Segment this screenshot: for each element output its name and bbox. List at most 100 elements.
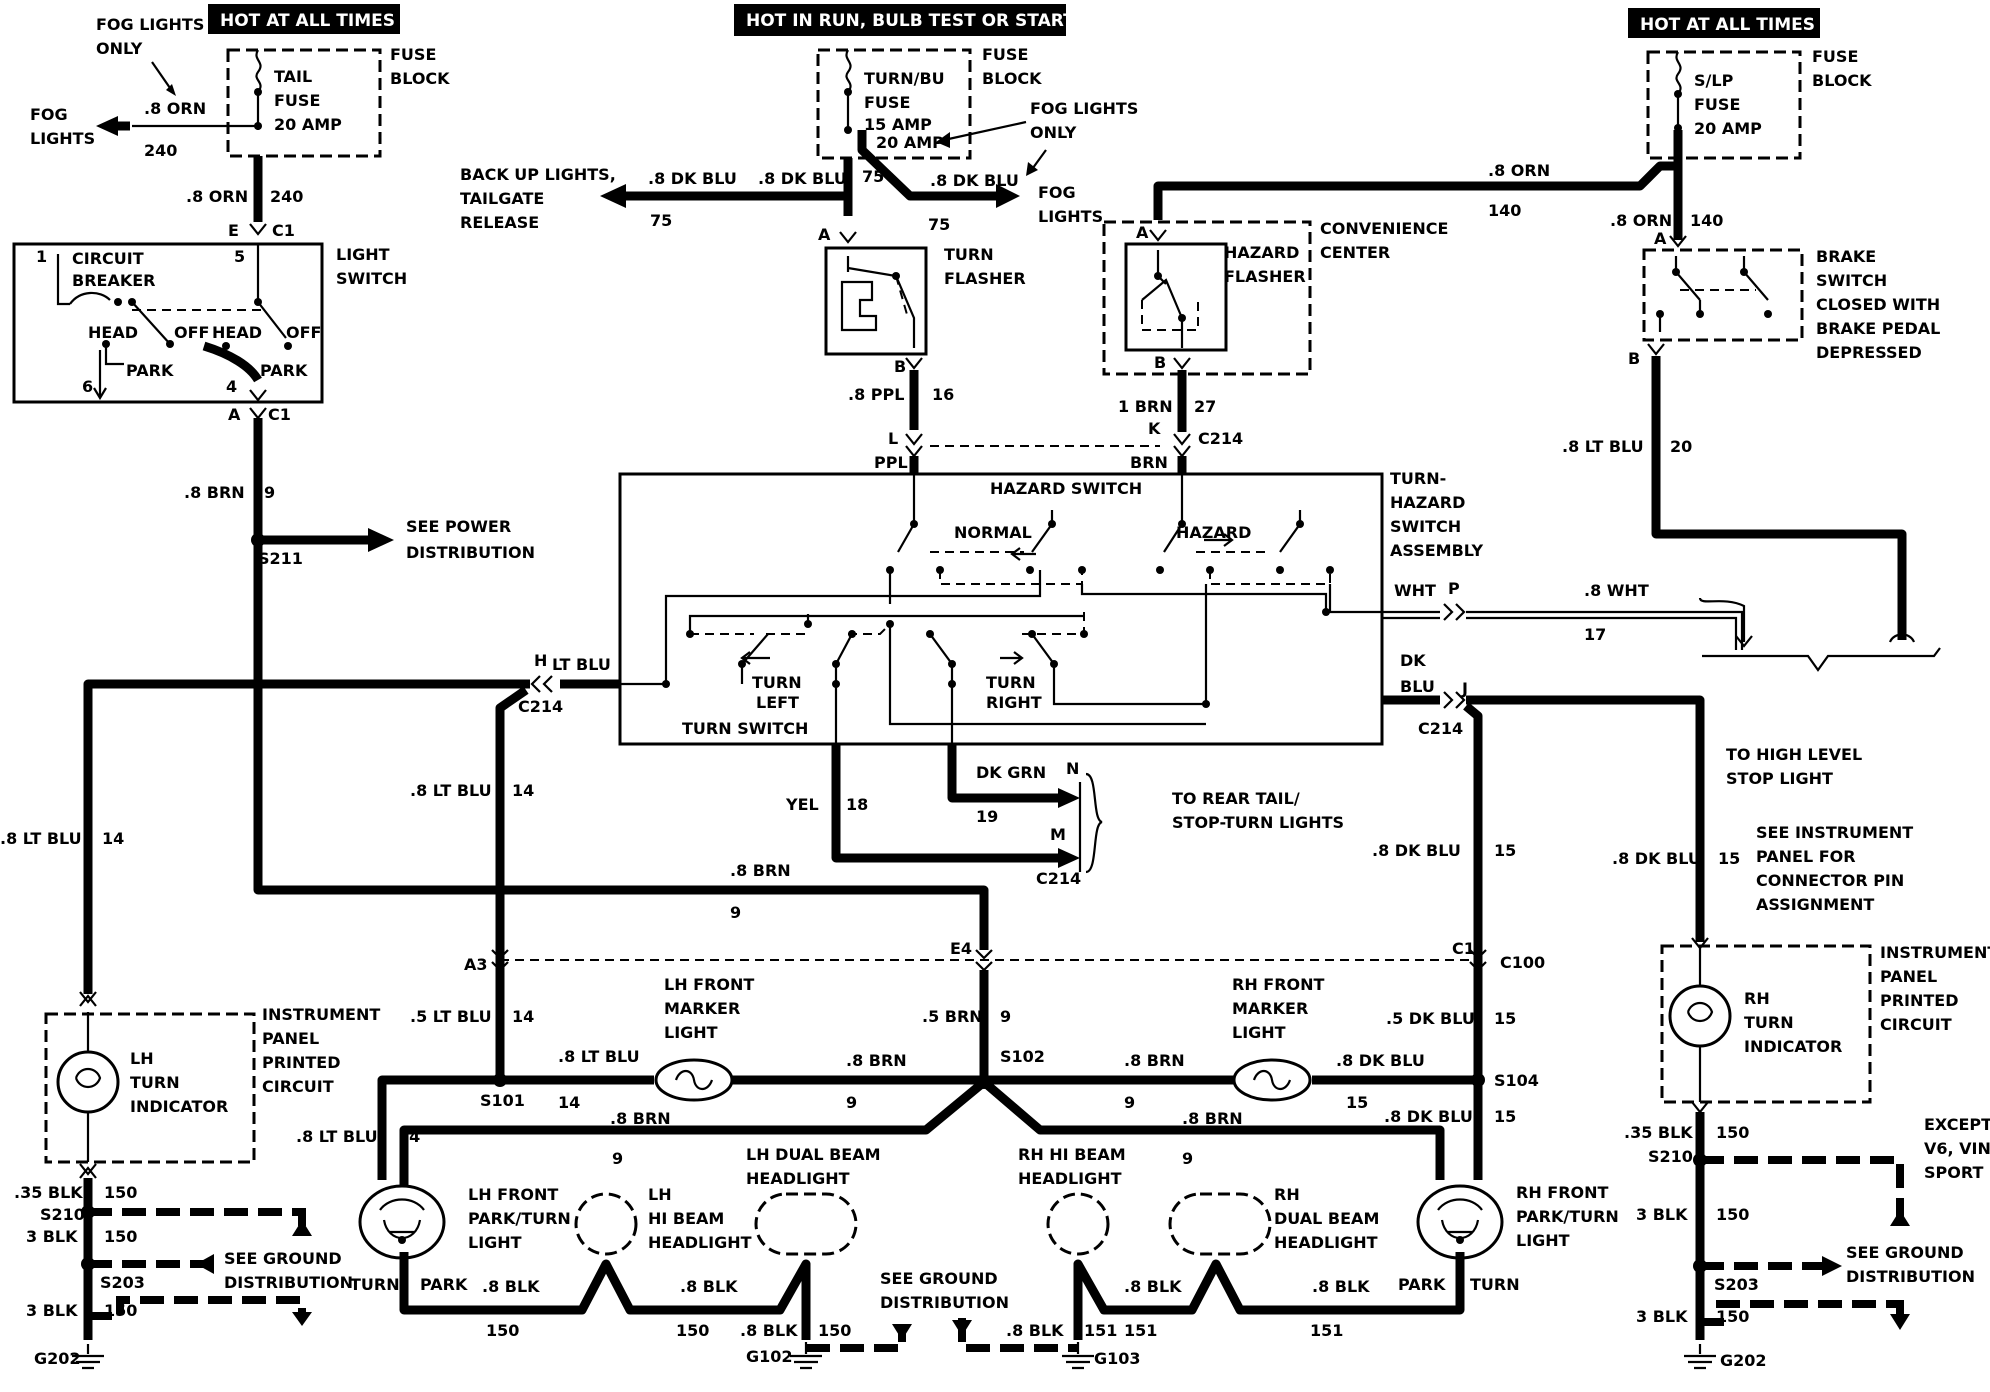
circuit-150-b: 150 bbox=[676, 1321, 709, 1340]
ip-right-1: INSTRUMENT bbox=[1880, 943, 1990, 962]
wire-label-blk35-l: .35 BLK bbox=[14, 1183, 83, 1202]
light-switch-label-1: LIGHT bbox=[336, 245, 390, 264]
header-tail-text: HOT AT ALL TIMES bbox=[220, 11, 395, 31]
ip-left-2: PANEL bbox=[262, 1029, 319, 1048]
fog-right-arrow bbox=[996, 184, 1020, 208]
circuit-14-a: 14 bbox=[512, 781, 534, 800]
head-label-left: HEAD bbox=[88, 323, 138, 342]
wire-label-blk3-r2: 3 BLK bbox=[1636, 1307, 1688, 1326]
rh-front-park-turn-light: RH FRONT PARK/TURN LIGHT bbox=[1416, 1183, 1619, 1260]
splice-s104: S104 bbox=[1494, 1071, 1539, 1090]
lh-dual-label-2: HEADLIGHT bbox=[746, 1169, 850, 1188]
tail-circuit: FOG LIGHTS ONLY FOG LIGHTS .8 ORN 240 .8… bbox=[30, 15, 303, 240]
wire-label-ltblu-c: .8 LT BLU bbox=[558, 1047, 640, 1066]
see-power-1: SEE POWER bbox=[406, 517, 511, 536]
circuit-150-l2: 150 bbox=[104, 1227, 137, 1246]
rh-park-label-1: RH FRONT bbox=[1516, 1183, 1609, 1202]
fuse-block-label-6: BLOCK bbox=[1812, 71, 1872, 90]
backup-note-1: BACK UP LIGHTS, bbox=[460, 165, 616, 184]
lh-turn-indicator-circuit: LH TURN INDICATOR INSTRUMENT PANEL PRINT… bbox=[14, 991, 380, 1370]
circuit-151-b: 151 bbox=[1084, 1321, 1117, 1340]
see-ip-1: SEE INSTRUMENT bbox=[1756, 823, 1913, 842]
circuit-9-g: 9 bbox=[1182, 1149, 1193, 1168]
pin-p: P bbox=[1448, 579, 1460, 598]
fuse-block-turn: TURN/BU FUSE 15 AMP 20 AMP FUSE BLOCK bbox=[816, 45, 1042, 160]
circuit-75-c: 75 bbox=[928, 215, 950, 234]
turn-right-label-1: TURN bbox=[986, 673, 1036, 692]
light-switch: LIGHT SWITCH 1 CIRCUIT BREAKER 5 HEAD OF… bbox=[12, 242, 407, 404]
wire-label-brn-3: .8 BRN bbox=[846, 1051, 907, 1070]
conn-c1-top: C1 bbox=[272, 221, 295, 240]
circuit-240-a: 240 bbox=[144, 141, 177, 160]
circuit-14-e: 14 bbox=[398, 1127, 420, 1146]
rh-dual-beam-headlight: RH DUAL BEAM HEADLIGHT bbox=[1168, 1185, 1379, 1256]
ground-right-1: SEE GROUND bbox=[1846, 1243, 1964, 1262]
turn-switch-label: TURN SWITCH bbox=[682, 719, 808, 738]
pin-h: H bbox=[534, 651, 547, 670]
circuit-14-c: 14 bbox=[512, 1007, 534, 1026]
circuit-9-c: 9 bbox=[1000, 1007, 1011, 1026]
rh-park-label-3: LIGHT bbox=[1516, 1231, 1570, 1250]
wire-label-blk-3: .8 BLK bbox=[740, 1321, 798, 1340]
turn-right-label-2: RIGHT bbox=[986, 693, 1042, 712]
splice-s203-r: S203 bbox=[1714, 1275, 1759, 1294]
wire-label-orn-2: .8 ORN bbox=[186, 187, 248, 206]
pin-b-hazard: B bbox=[1154, 353, 1166, 372]
ground-left-2: DISTRIBUTION bbox=[224, 1273, 353, 1292]
lh-dual-label-1: LH DUAL BEAM bbox=[746, 1145, 881, 1164]
wire-label-blk-6: .8 BLK bbox=[1006, 1321, 1064, 1340]
ip-left-4: CIRCUIT bbox=[262, 1077, 334, 1096]
ip-right-2: PANEL bbox=[1880, 967, 1937, 986]
fuse-block-label-5: FUSE bbox=[1812, 47, 1858, 66]
lh-marker-label-1: LH FRONT bbox=[664, 975, 754, 994]
circuit-15-d: 15 bbox=[1346, 1093, 1368, 1112]
wire-label-brn-5: .8 BRN bbox=[610, 1109, 671, 1128]
pin-e4: E4 bbox=[950, 939, 972, 958]
wire-label-dkblu5: .5 DK BLU bbox=[1386, 1009, 1475, 1028]
wire-label-blk3-l2: 3 BLK bbox=[26, 1301, 78, 1320]
rh-marker-label-2: MARKER bbox=[1232, 999, 1308, 1018]
lh-hi-label-3: HEADLIGHT bbox=[648, 1233, 752, 1252]
circuit-14-d: 14 bbox=[558, 1093, 580, 1112]
lh-ind-label-1: LH bbox=[130, 1049, 154, 1068]
th-assy-label-1: TURN- bbox=[1390, 469, 1446, 488]
fog-right-1: FOG bbox=[1038, 183, 1076, 202]
lh-front-marker-light: LH FRONT MARKER LIGHT bbox=[654, 975, 754, 1102]
tail-fuse-label-1: TAIL bbox=[274, 67, 312, 86]
wire-label-blk35-r: .35 BLK bbox=[1624, 1123, 1693, 1142]
lh-instrument-panel-box bbox=[44, 1012, 256, 1164]
backup-arrow bbox=[600, 184, 626, 208]
turn-left-label-2: LEFT bbox=[756, 693, 799, 712]
wire-label-ppl: PPL bbox=[874, 453, 908, 472]
turn-flasher-label-2: FLASHER bbox=[944, 269, 1026, 288]
circuit-150-r2: 150 bbox=[1716, 1205, 1749, 1224]
wire-label-ltblu5: .5 LT BLU bbox=[410, 1007, 492, 1026]
lh-marker-label-3: LIGHT bbox=[664, 1023, 718, 1042]
ground-g202-r: G202 bbox=[1720, 1351, 1767, 1370]
dk-blu-circuit: DK BLU J C214 .8 DK BLU 15 .8 DK BLU 15 … bbox=[1372, 651, 1913, 1090]
circuit-240-b: 240 bbox=[270, 187, 303, 206]
rh-turn-indicator-circuit: RH TURN INDICATOR INSTRUMENT PANEL PRINT… bbox=[1624, 937, 1990, 1370]
rh-ind-label-2: TURN bbox=[1744, 1013, 1794, 1032]
turn-flasher-box bbox=[824, 246, 928, 356]
wire-label-blk-4: .8 BLK bbox=[1124, 1277, 1182, 1296]
circuit-15-c: 15 bbox=[1494, 1009, 1516, 1028]
circuit-9-f: 9 bbox=[612, 1149, 623, 1168]
rh-dual-label-3: HEADLIGHT bbox=[1274, 1233, 1378, 1252]
circuit-151-a: 151 bbox=[1310, 1321, 1343, 1340]
circuit-9-d: 9 bbox=[846, 1093, 857, 1112]
wire-label-wht: WHT bbox=[1394, 581, 1436, 600]
header-run: HOT IN RUN, BULB TEST OR START bbox=[734, 4, 1075, 36]
hazard-switch-label: HAZARD SWITCH bbox=[990, 479, 1142, 498]
pin-j: J bbox=[1461, 679, 1468, 698]
lt-blu-circuit: H LT BLU C214 .8 LT BLU 14 .8 LT BLU 14 bbox=[0, 651, 620, 1080]
park-label-lh: PARK bbox=[420, 1275, 468, 1294]
pin-a-flasher: A bbox=[818, 225, 831, 244]
wire-label-dkblu-r1: .8 DK BLU bbox=[1372, 841, 1461, 860]
except-2: V6, VIN 3 bbox=[1924, 1139, 1990, 1158]
circuit-19: 19 bbox=[976, 807, 998, 826]
ground-left-1: SEE GROUND bbox=[224, 1249, 342, 1268]
tail-fuse-label-3: 20 AMP bbox=[274, 115, 342, 134]
conv-center-label-1: CONVENIENCE bbox=[1320, 219, 1448, 238]
splice-s203-l: S203 bbox=[100, 1273, 145, 1292]
